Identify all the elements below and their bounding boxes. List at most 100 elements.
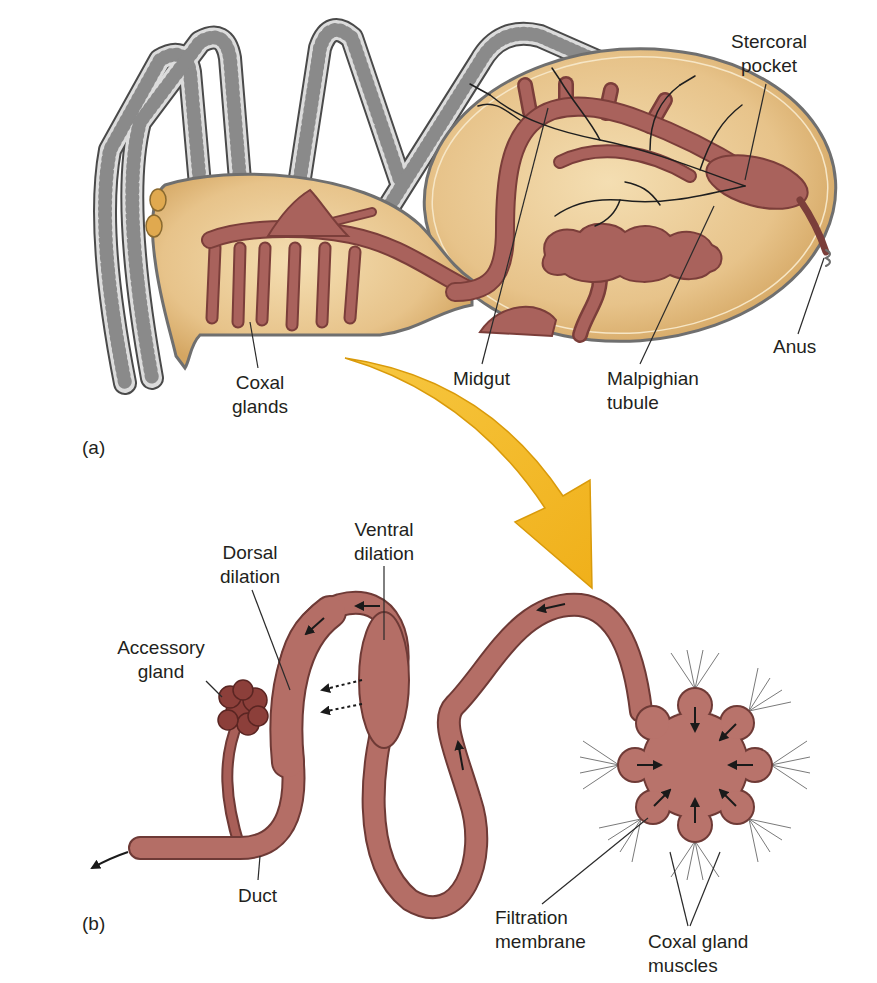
coxal-gland-tube bbox=[227, 722, 240, 848]
malpighian-tubules bbox=[470, 84, 490, 95]
flow-arrows bbox=[92, 604, 753, 868]
flow-arrows bbox=[637, 764, 661, 766]
coxal-gland-fibres bbox=[671, 841, 719, 880]
leader-lines bbox=[690, 852, 720, 926]
coxal-gland-tube bbox=[140, 603, 641, 907]
midgut-organ bbox=[543, 224, 722, 282]
coxal-gland-fibres bbox=[749, 668, 791, 711]
flow-arrows bbox=[538, 604, 565, 610]
coxal-gland-tube bbox=[140, 603, 641, 907]
flow-arrows bbox=[322, 680, 362, 690]
leader-lines bbox=[745, 84, 766, 180]
malpighian-tubules bbox=[555, 186, 745, 216]
midgut-organ bbox=[455, 107, 745, 292]
part-label: Midgut bbox=[453, 367, 533, 391]
flow-arrows bbox=[720, 724, 736, 740]
coxal-gland-sac bbox=[637, 791, 669, 823]
leader-lines bbox=[206, 566, 720, 926]
accessory-gland bbox=[233, 680, 253, 700]
leader-lines bbox=[258, 856, 260, 880]
malpighian-tubules bbox=[700, 105, 742, 170]
coxal-glands-organ bbox=[212, 248, 215, 318]
midgut-organ bbox=[701, 145, 814, 218]
midgut-organ bbox=[580, 278, 600, 335]
coxal-glands-organ bbox=[350, 252, 355, 318]
coxal-glands-organ bbox=[210, 229, 470, 290]
midgut-organ bbox=[525, 85, 530, 112]
part-label: Coxal glands bbox=[218, 371, 302, 419]
coxal-gland-sac bbox=[637, 707, 669, 739]
leader-lines bbox=[383, 566, 384, 640]
coxal-glands-organ bbox=[238, 248, 240, 322]
part-label: Anus bbox=[773, 335, 833, 359]
coxal-gland-sac bbox=[635, 789, 671, 825]
malpighian-tubules bbox=[650, 85, 680, 150]
abdomen bbox=[414, 35, 845, 355]
coxal-gland-sac bbox=[617, 687, 773, 843]
coxal-gland-sac bbox=[721, 791, 753, 823]
part-label: Filtration membrane bbox=[495, 906, 607, 954]
part-label: (b) bbox=[82, 912, 122, 936]
flow-arrows bbox=[356, 605, 380, 607]
coxal-gland-tube bbox=[227, 722, 240, 848]
malpighian-tubules bbox=[478, 104, 520, 120]
flow-arrows bbox=[306, 618, 324, 634]
coxal-glands-organ bbox=[322, 248, 325, 322]
accessory-gland bbox=[248, 706, 268, 726]
flow-arrows bbox=[729, 764, 753, 766]
leader-lines bbox=[252, 590, 290, 690]
leader-lines bbox=[640, 206, 714, 364]
coxal-gland-tube bbox=[286, 612, 330, 762]
malpighian-tubules bbox=[552, 68, 560, 80]
malpighian-tubules bbox=[625, 182, 660, 205]
coxal-gland-fibres bbox=[771, 741, 810, 789]
malpighian-tubules bbox=[490, 95, 745, 186]
midgut-organ bbox=[826, 250, 830, 266]
coxal-gland-tube bbox=[140, 603, 641, 907]
coxal-glands-organ bbox=[210, 229, 470, 290]
leader-lines bbox=[798, 258, 824, 334]
part-label: Dorsal dilation bbox=[203, 541, 297, 589]
midgut-organ bbox=[800, 200, 826, 252]
midgut-organ bbox=[560, 151, 690, 176]
flow-arrows bbox=[694, 707, 696, 731]
coxal-gland-sac bbox=[617, 687, 773, 843]
spider-legs bbox=[300, 30, 400, 180]
coxal-glands-organ bbox=[212, 248, 355, 325]
accessory-gland bbox=[218, 710, 238, 730]
coxal-glands-organ bbox=[212, 248, 215, 318]
midgut-organ bbox=[455, 107, 745, 292]
coxal-glands-organ bbox=[238, 248, 240, 322]
flow-arrows bbox=[654, 790, 670, 806]
spider-legs bbox=[300, 30, 400, 180]
coxal-gland-fibres bbox=[580, 741, 619, 789]
coxal-glands-organ bbox=[350, 252, 355, 318]
abdomen bbox=[423, 44, 837, 347]
leader-lines bbox=[250, 322, 258, 368]
midgut-organ bbox=[480, 307, 556, 336]
part-label: Coxal gland muscles bbox=[648, 930, 772, 978]
malpighian-tubules bbox=[470, 68, 745, 226]
coxal-glands-organ bbox=[322, 248, 325, 322]
coxal-gland-sac bbox=[719, 705, 755, 741]
leader-lines bbox=[670, 852, 688, 926]
coxal-glands-organ bbox=[268, 190, 348, 236]
part-label: Accessory gland bbox=[104, 636, 218, 684]
malpighian-tubules bbox=[680, 76, 695, 85]
malpighian-tubules bbox=[560, 80, 600, 140]
part-label: Malpighian tubule bbox=[607, 367, 723, 415]
accessory-gland bbox=[218, 680, 268, 735]
cephalothorax bbox=[150, 189, 166, 211]
coxal-glands-organ bbox=[292, 248, 295, 325]
cephalothorax bbox=[146, 174, 472, 368]
flow-arrows bbox=[694, 799, 696, 823]
malpighian-tubules bbox=[595, 200, 620, 226]
coxal-glands-organ bbox=[210, 190, 470, 325]
coxal-glands-organ bbox=[212, 248, 355, 325]
midgut-organ bbox=[560, 151, 690, 176]
coxal-gland-fibres bbox=[671, 650, 719, 689]
coxal-glands-organ bbox=[292, 248, 295, 325]
coxal-gland-fibres bbox=[749, 819, 791, 862]
